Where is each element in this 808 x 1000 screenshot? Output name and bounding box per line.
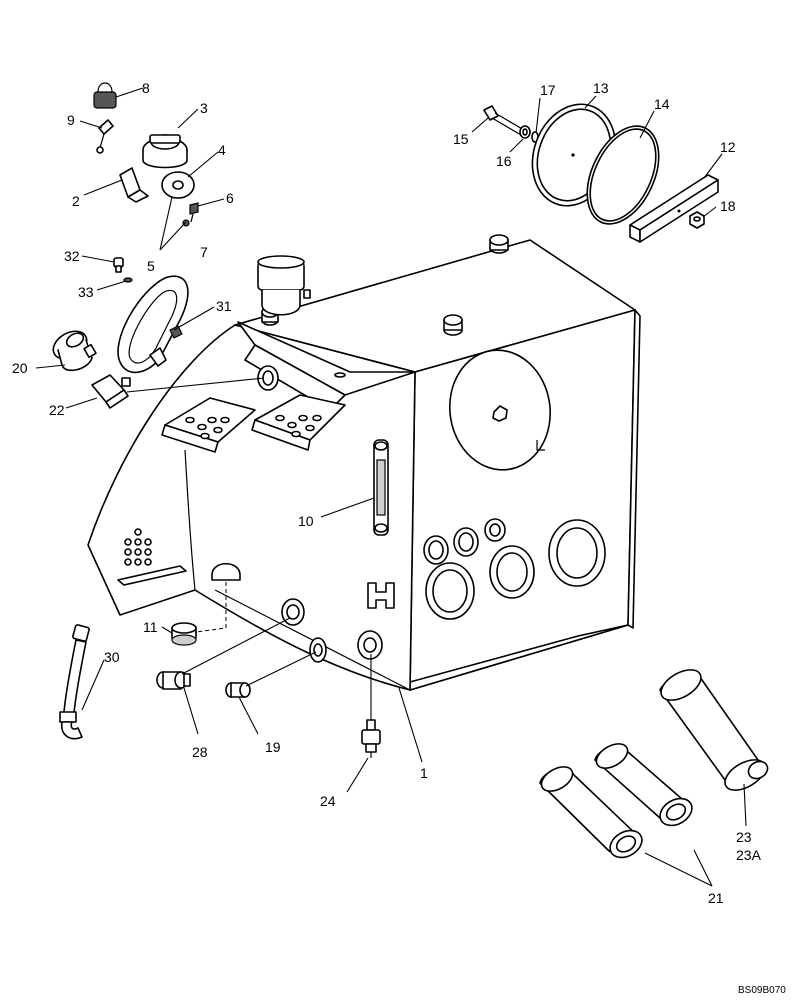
part-23-filter [659,669,769,791]
part-6-screw [189,202,199,223]
callout-14: 14 [654,96,670,112]
callout-28: 28 [192,744,208,760]
part-3-filler-cap [142,134,188,169]
part-12-bar [629,174,719,243]
tank-ports [423,518,606,620]
callout-18: 18 [720,198,736,214]
callout-22: 22 [49,402,65,418]
callout-17: 17 [540,82,556,98]
callout-12: 12 [720,139,736,155]
callout-7: 7 [200,244,208,260]
drawing-reference: BS09B070 [738,985,786,996]
part-32-pin [113,257,124,273]
side-hole-pattern [117,528,187,586]
callout-23a: 23A [736,847,762,863]
part-7-washer [182,219,190,227]
callout-9: 9 [67,112,75,128]
part-24-sensor [361,719,381,758]
part-28-fitting [156,671,191,690]
part-15-bolt [483,105,525,136]
pad-holes [185,414,322,440]
part-30-hose [59,624,90,740]
sight-gauge [373,439,389,536]
part-31-handle [117,275,189,374]
part-20-switch [52,330,97,372]
callout-21: 21 [708,890,724,906]
callout-1: 1 [420,765,428,781]
callout-31: 31 [216,298,232,314]
callout-23: 23 [736,829,752,845]
callout-20: 20 [12,360,28,376]
part-9-key [96,119,114,154]
callout-16: 16 [496,153,512,169]
callout-19: 19 [265,739,281,755]
part-4-strainer [161,171,195,199]
callout-11: 11 [143,619,158,635]
part-21-filter-b [539,766,643,859]
callout-3: 3 [200,100,208,116]
filter-head [257,255,311,316]
part-11-breather [171,622,197,646]
callout-5: 5 [147,258,155,274]
part-19-fitting [225,682,251,698]
callout-13: 13 [593,80,609,96]
callout-33: 33 [78,284,94,300]
callout-2: 2 [72,193,80,209]
callout-30: 30 [104,649,120,665]
part-21-filter-a [594,743,693,827]
part-16-washer [519,125,531,139]
part-18-nut [689,211,705,229]
callout-8: 8 [142,80,150,96]
callout-15: 15 [453,131,469,147]
part-22-connector [91,374,131,409]
part-2-bracket [119,167,149,203]
callout-24: 24 [320,793,336,809]
callout-labels: 8 9 3 4 2 6 7 5 32 33 31 20 22 17 13 14 … [12,80,762,906]
callout-6: 6 [226,190,234,206]
callout-32: 32 [64,248,80,264]
leader-lines [35,87,747,887]
callout-10: 10 [298,513,314,529]
part-8-padlock [93,82,117,109]
part-14-gasket [586,125,660,225]
hydraulic-tank [87,234,641,691]
callout-4: 4 [218,142,226,158]
